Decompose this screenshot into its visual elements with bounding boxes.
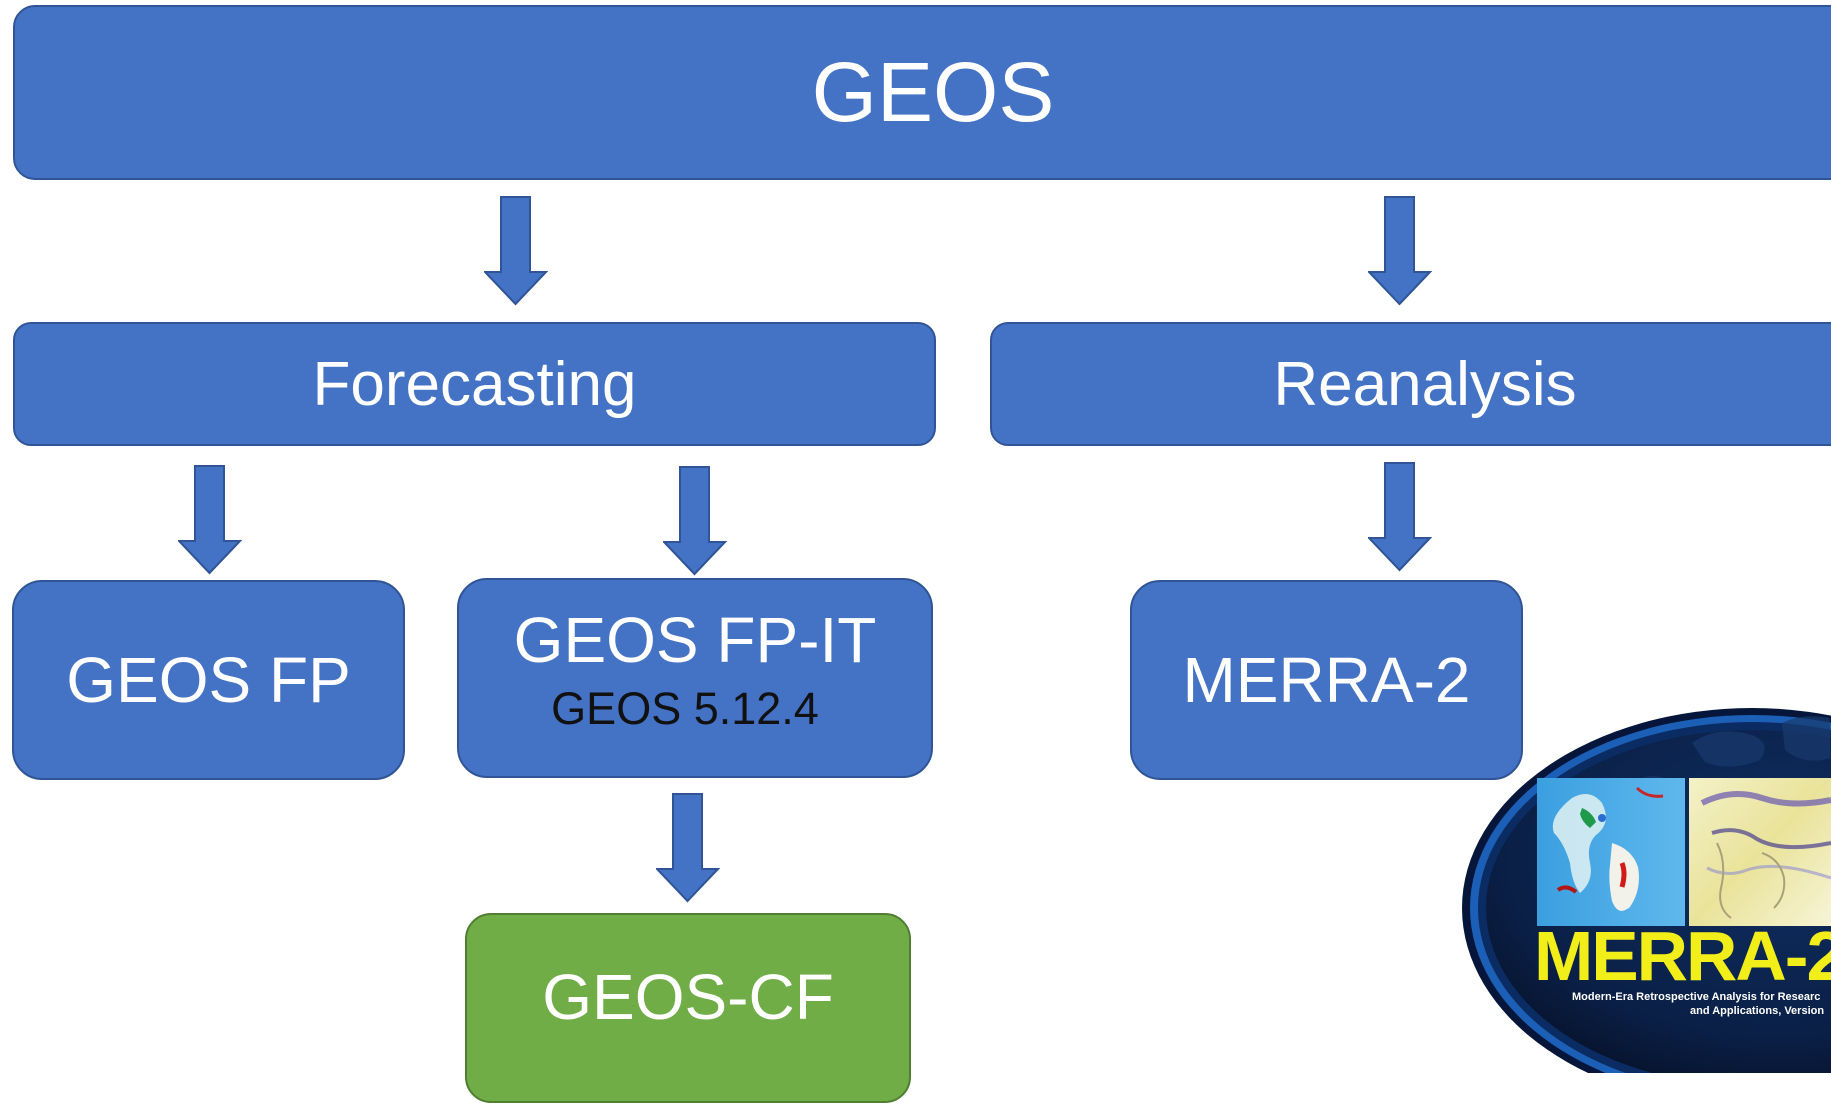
geos-cf-label: GEOS-CF: [542, 961, 834, 1033]
forecasting-label: Forecasting: [312, 349, 637, 419]
geos-root-node: GEOS: [13, 5, 1831, 180]
forecasting-node: Forecasting: [13, 322, 936, 446]
arrow-reanalysis-to-merra2: [1368, 462, 1432, 572]
merra2-logo-tagline-2: and Applications, Version: [1690, 1005, 1824, 1017]
merra2-node: MERRA-2: [1130, 580, 1523, 780]
geos-cf-node: GEOS-CF: [465, 913, 911, 1103]
geos-fp-node: GEOS FP: [12, 580, 405, 780]
reanalysis-label: Reanalysis: [1273, 349, 1577, 419]
merra2-logo-icon: MERRA-2 Modern-Era Retrospective Analysi…: [1462, 708, 1831, 1073]
merra2-logo-wordmark: MERRA-2: [1534, 917, 1831, 995]
reanalysis-node: Reanalysis: [990, 322, 1831, 446]
geos-fp-it-label: GEOS FP-IT: [513, 604, 877, 676]
geos-fp-label: GEOS FP: [66, 644, 351, 716]
arrow-geos-fp-it-to-geos-cf: [656, 793, 720, 903]
arrow-geos-to-forecasting: [484, 196, 548, 306]
geos-root-label: GEOS: [811, 45, 1055, 139]
merra2-logo-tagline-1: Modern-Era Retrospective Analysis for Re…: [1572, 991, 1820, 1003]
arrow-geos-to-reanalysis: [1368, 196, 1432, 306]
geos-fp-it-version-label: GEOS 5.12.4: [551, 683, 819, 734]
geos-fp-it-node: GEOS FP-IT GEOS 5.12.4: [457, 578, 933, 778]
merra2-label: MERRA-2: [1182, 644, 1471, 716]
arrow-forecasting-to-geos-fp: [178, 465, 242, 575]
arrow-forecasting-to-geos-fp-it: [663, 466, 727, 576]
